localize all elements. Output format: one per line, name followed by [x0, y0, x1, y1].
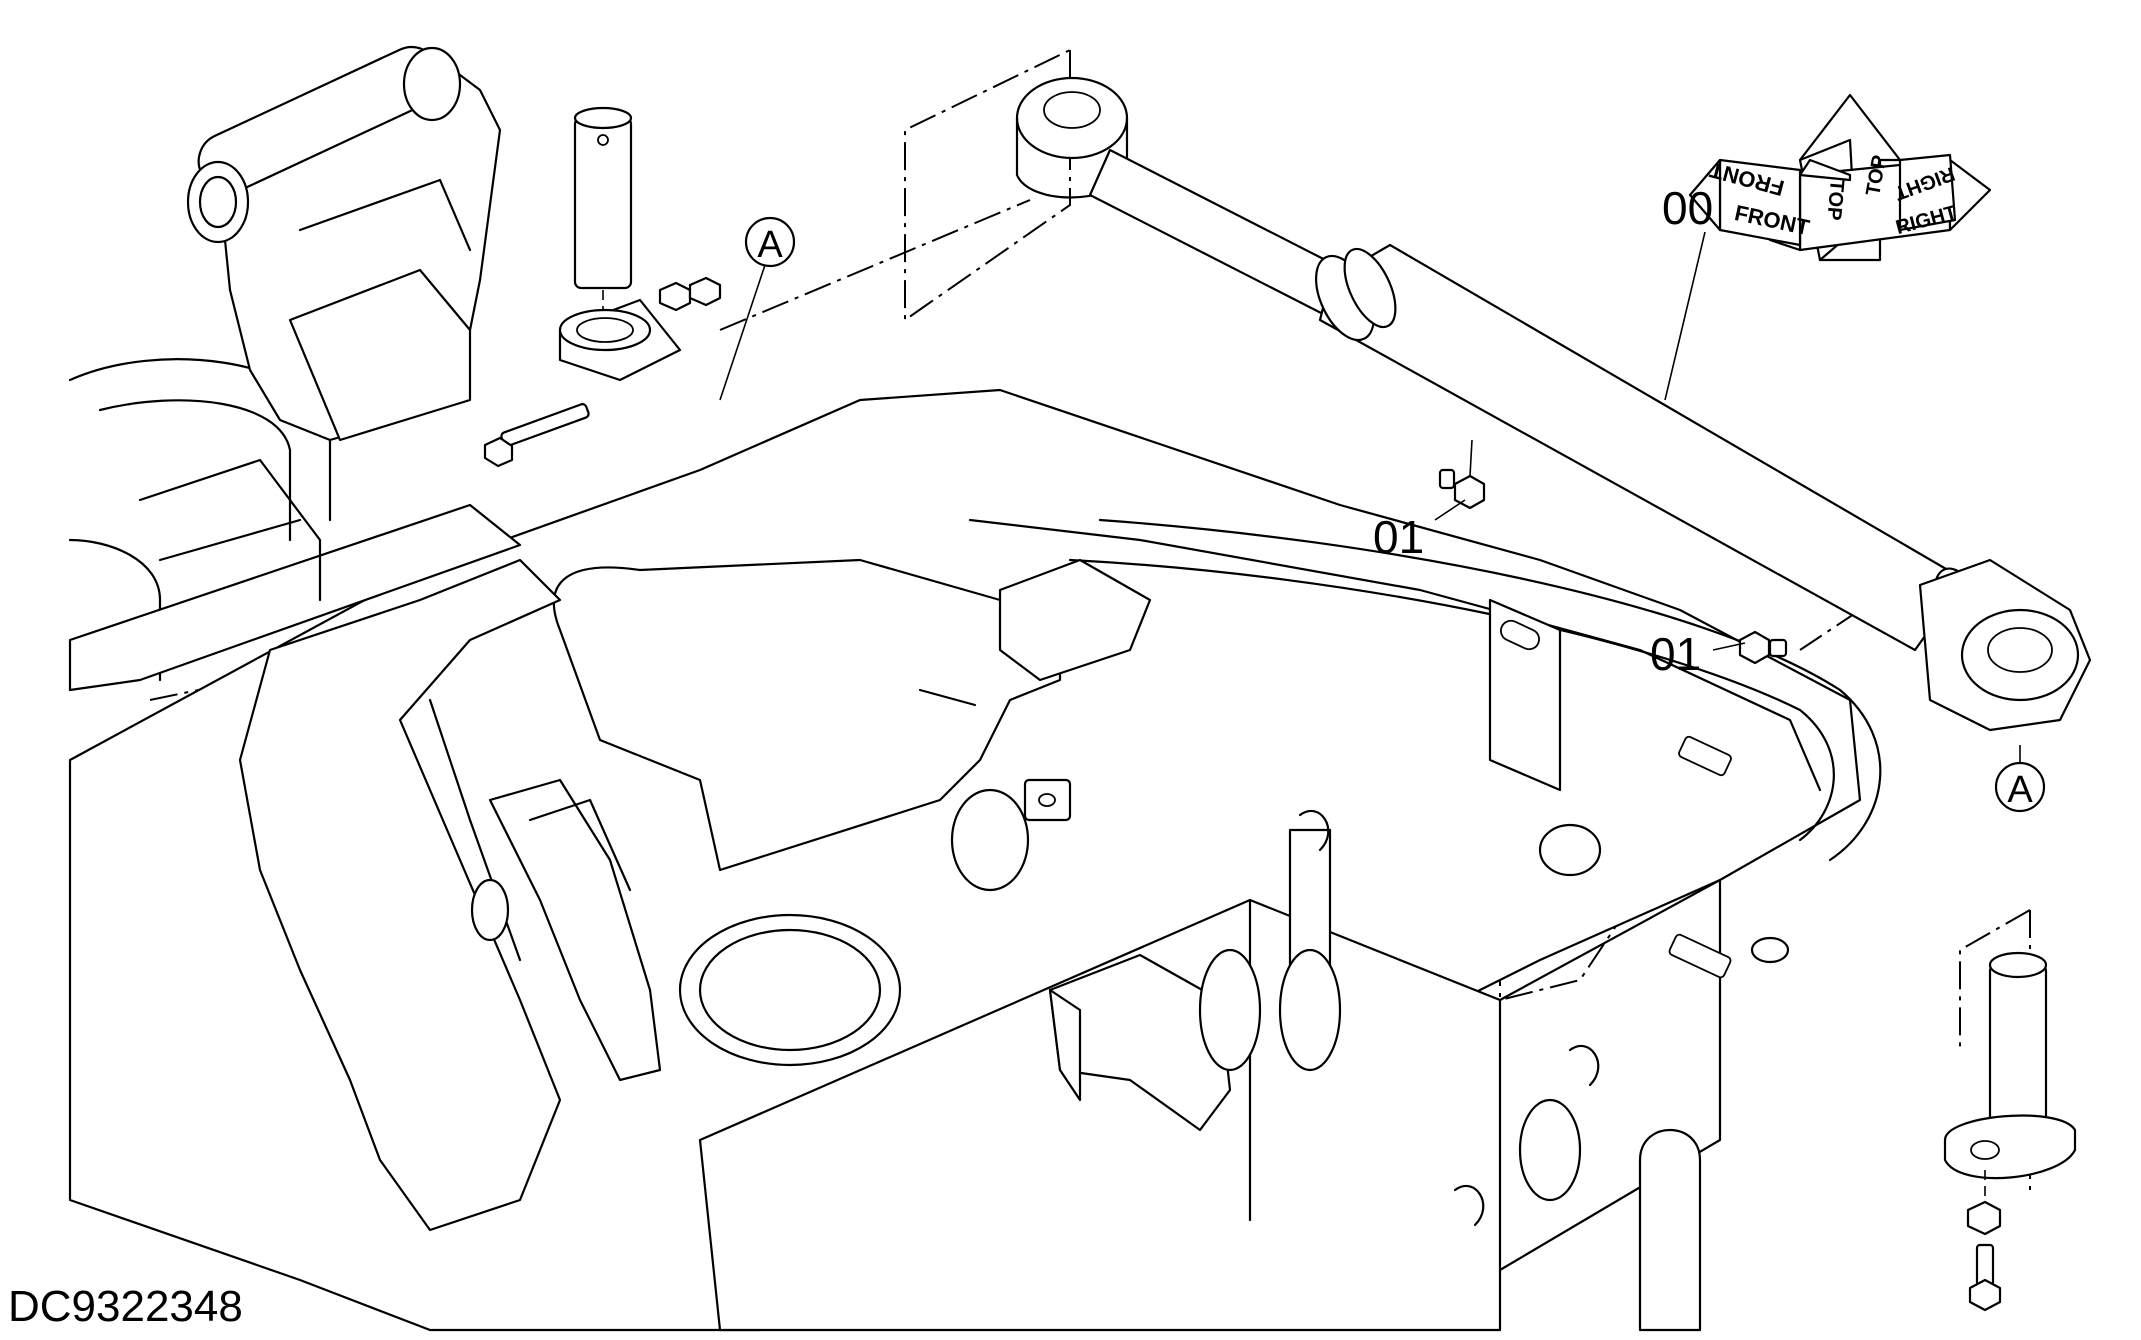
callout-part-01-upper: 01 — [1373, 511, 1424, 563]
orientation-symbol: FRONT FRONT TOP TOP RIGHT RIGHT — [1688, 93, 1992, 262]
ref-circle-a-lower — [1994, 761, 2046, 813]
upper-frame — [68, 358, 1882, 1332]
ref-circle-a-upper — [744, 216, 796, 268]
callout-part-01-lower: 01 — [1650, 628, 1701, 680]
pin-assembly-lower-right — [1943, 951, 2077, 1312]
callout-ref-a-lower: A — [2007, 769, 2033, 811]
callout-part-00: 00 — [1662, 182, 1713, 234]
hydraulic-cylinder — [1015, 76, 2092, 732]
document-id: DC9322348 — [8, 1282, 243, 1331]
callout-ref-a-upper: A — [757, 224, 783, 266]
orientation-top-mirrored: TOP — [1822, 179, 1847, 222]
leader-lines — [719, 231, 2021, 765]
boom-bracket — [138, 45, 722, 602]
callouts: 00 01 01 A A — [744, 182, 2046, 813]
